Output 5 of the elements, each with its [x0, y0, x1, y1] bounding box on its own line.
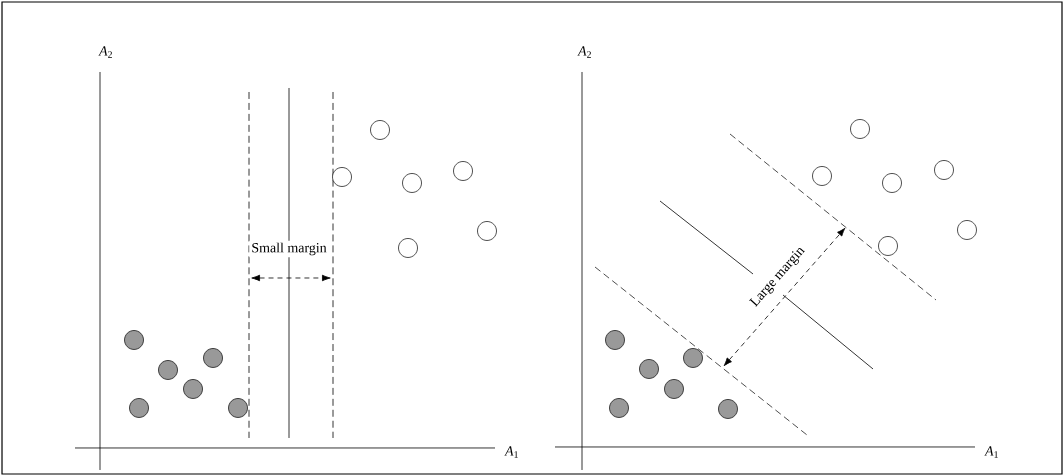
axis-label: A$_{1}$ [984, 446, 998, 458]
axis-label: A$_{1}$ [504, 446, 518, 458]
margin-label: Small margin [249, 240, 329, 258]
axis-label: A$_{2}$ [577, 46, 591, 58]
axis-label: A$_{2}$ [98, 46, 112, 58]
